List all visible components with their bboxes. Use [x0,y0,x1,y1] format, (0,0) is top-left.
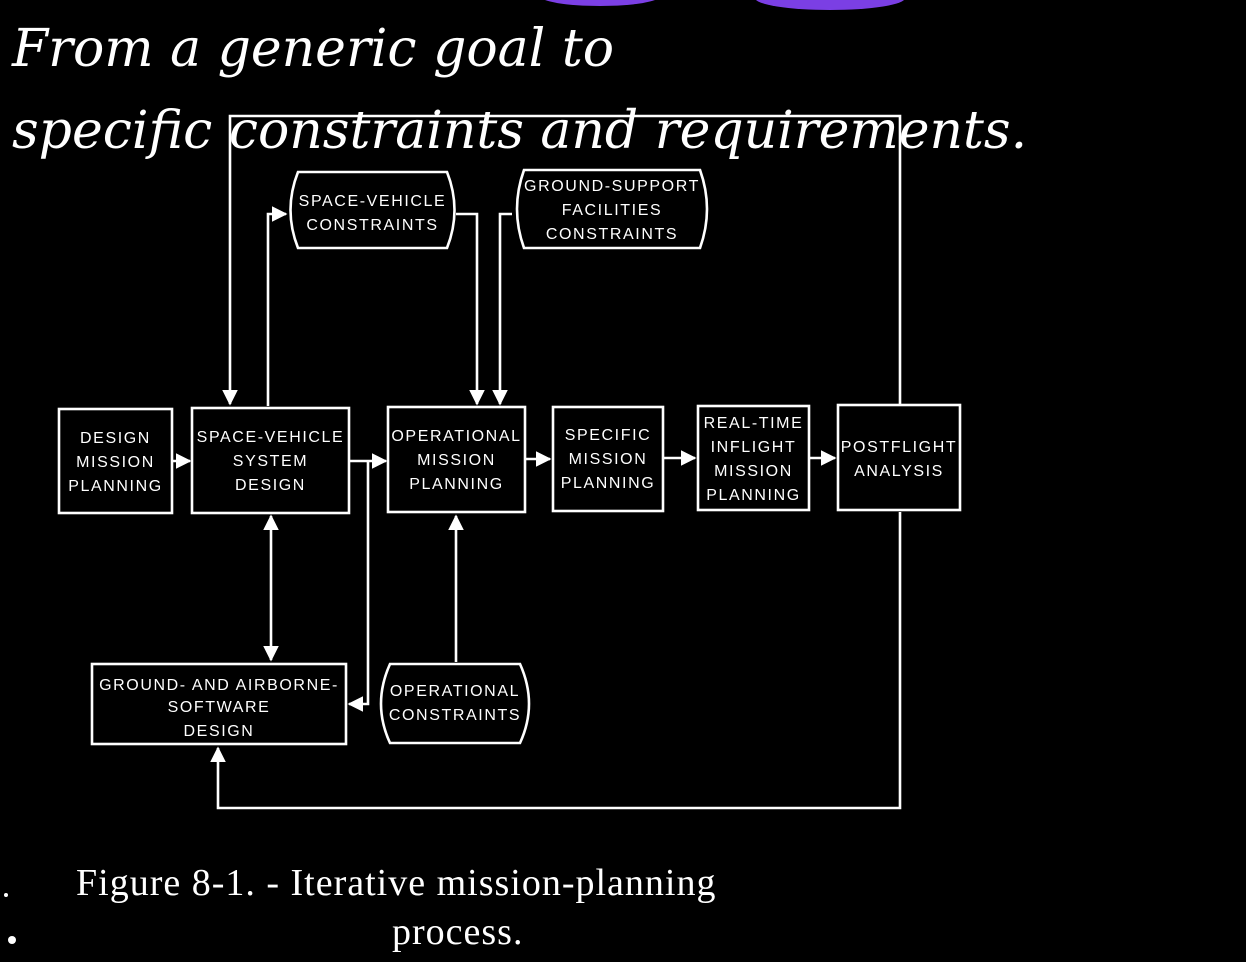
connectors [172,114,902,810]
box-line: OPERATIONAL [390,683,520,700]
box-operational-constraints: OPERATIONAL CONSTRAINTS [379,662,531,745]
box-line: GROUND-SUPPORT [524,178,700,195]
purple-ink-marks [545,0,904,10]
box-line: MISSION [569,451,648,468]
box-postflight-analysis: POSTFLIGHT ANALYSIS [836,403,962,512]
box-line: CONSTRAINTS [306,217,438,234]
box-line: PLANNING [706,487,801,504]
box-line: FACILITIES [562,202,662,219]
box-line: POSTFLIGHT [841,439,957,456]
box-space-vehicle-system-design: SPACE-VEHICLE SYSTEM DESIGN [190,406,351,515]
box-line: GROUND- AND AIRBORNE- [99,677,339,694]
handwritten-annotation: From a generic goal to specific constrai… [11,19,1027,161]
box-design-mission-planning: DESIGN MISSION PLANNING [57,407,174,515]
arrow-svconstraints-to-ops [456,212,485,406]
box-line: PLANNING [561,475,656,492]
box-line: SPECIFIC [565,427,652,444]
box-line: REAL-TIME [704,415,804,432]
box-line: PLANNING [409,476,504,493]
box-line: CONSTRAINTS [389,707,521,724]
arrow-junction-to-software [347,461,370,712]
box-line: PLANNING [68,478,163,495]
box-line: MISSION [714,463,793,480]
box-line: DESIGN [184,723,255,740]
feedback-line-bottom [210,512,902,810]
stray-dot [8,936,16,944]
box-line: DESIGN [235,477,306,494]
box-line: SOFTWARE [168,699,271,716]
box-line: ANALYSIS [854,463,944,480]
box-space-vehicle-constraints: SPACE-VEHICLE CONSTRAINTS [289,170,456,250]
box-ground-support-facilities-constraints: GROUND-SUPPORT FACILITIES CONSTRAINTS [515,168,709,250]
figure-caption: Figure 8-1. - Iterative mission-planning… [76,862,717,953]
box-line: OPERATIONAL [391,428,521,445]
box-line: INFLIGHT [711,439,797,456]
caption-line-2: process. [392,911,523,953]
box-line: SPACE-VEHICLE [299,193,447,210]
annotation-line-2: specific constraints and requirements. [12,101,1027,161]
box-operational-mission-planning: OPERATIONAL MISSION PLANNING [386,405,527,514]
annotation-line-1: From a generic goal to [11,19,614,79]
box-line: DESIGN [80,430,151,447]
arrow-sv-to-svconstraints [266,206,288,406]
stray-dot [4,893,8,897]
box-line: CONSTRAINTS [546,226,678,243]
caption-line-1: Figure 8-1. - Iterative mission-planning [76,862,717,904]
box-specific-mission-planning: SPECIFIC MISSION PLANNING [551,405,665,513]
box-line: MISSION [417,452,496,469]
feedback-line-top [222,114,902,406]
box-line: SYSTEM [233,453,308,470]
box-line: MISSION [76,454,155,471]
arrow-gsconstraints-to-ops [492,212,512,406]
box-realtime-inflight-mission-planning: REAL-TIME INFLIGHT MISSION PLANNING [696,404,811,512]
box-ground-airborne-software-design: GROUND- AND AIRBORNE- SOFTWARE DESIGN [90,662,348,746]
box-line: SPACE-VEHICLE [197,429,345,446]
